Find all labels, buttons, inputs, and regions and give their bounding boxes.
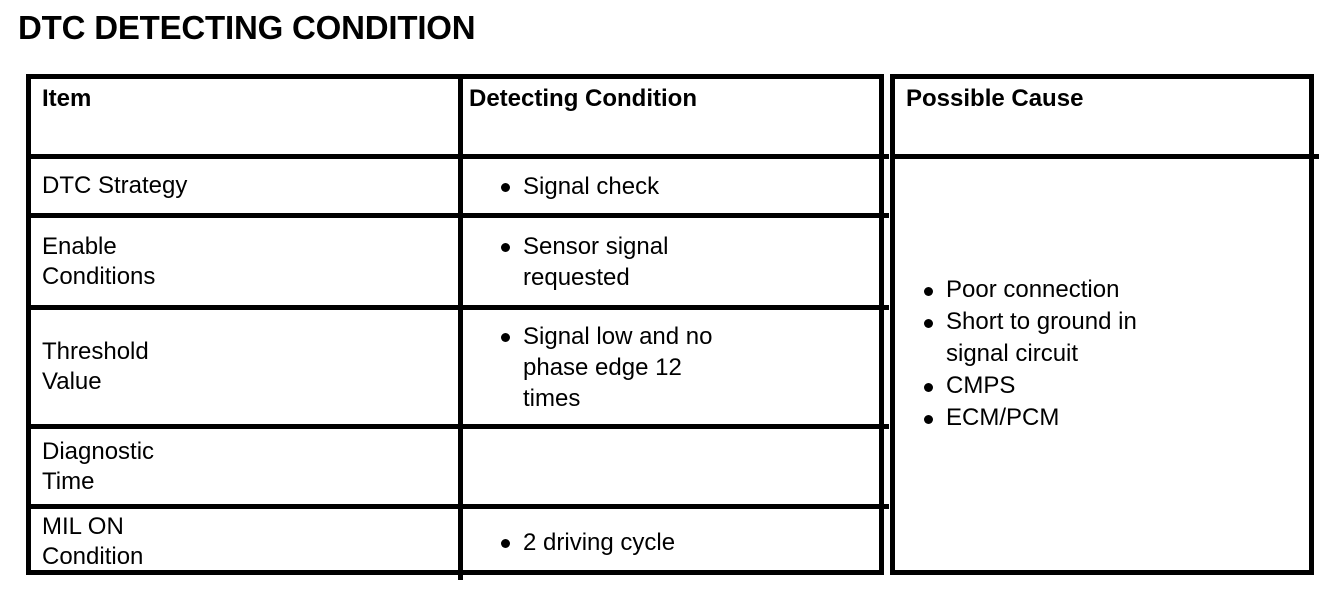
list-item: Signal low and no phase edge 12 times [463, 321, 884, 414]
table-row-item-enable-conditions: Enable Conditions [36, 218, 458, 305]
list-item: Signal check [463, 171, 884, 202]
page-title: DTC DETECTING CONDITION [18, 9, 476, 46]
header-cell-detecting-condition: Detecting Condition [463, 84, 884, 154]
list-item: Short to ground in signal circuit [900, 306, 1314, 370]
list-item: 2 driving cycle [463, 527, 884, 558]
table-row-condition-mil-on-condition: 2 driving cycle [463, 509, 884, 575]
list-item: ECM/PCM [900, 402, 1314, 434]
header-cell-possible-cause: Possible Cause [900, 84, 1314, 154]
row-rule-cause-header [895, 154, 1319, 159]
header-label-detecting-condition: Detecting Condition [469, 85, 697, 112]
list-item: Poor connection [900, 274, 1314, 306]
item-label: DTC Strategy [42, 172, 188, 199]
header-cell-item: Item [36, 84, 458, 154]
row-rule-1 [31, 213, 889, 218]
possible-cause-body: Poor connection Short to ground in signa… [900, 143, 1314, 565]
item-label: Threshold Value [42, 338, 149, 395]
condition-list: Sensor signal requested [463, 231, 884, 293]
condition-list: Signal low and no phase edge 12 times [463, 321, 884, 414]
table-row-item-mil-on-condition: MIL ON Condition [36, 509, 458, 575]
condition-list: Signal check [463, 171, 884, 202]
list-item: CMPS [900, 370, 1314, 402]
table-row-item-dtc-strategy: DTC Strategy [36, 159, 458, 213]
table-row-condition-dtc-strategy: Signal check [463, 159, 884, 213]
table-row-condition-diagnostic-time [463, 429, 884, 504]
condition-list: 2 driving cycle [463, 527, 884, 558]
row-rule-2 [31, 305, 889, 310]
item-label: Enable Conditions [42, 232, 156, 290]
list-item: Sensor signal requested [463, 231, 884, 293]
row-rule-3 [31, 424, 889, 429]
table-row-condition-threshold-value: Signal low and no phase edge 12 times [463, 310, 884, 424]
item-label: MIL ON Condition [42, 513, 144, 570]
table-row-condition-enable-conditions: Sensor signal requested [463, 218, 884, 305]
header-label-item: Item [42, 85, 92, 112]
dtc-detecting-condition-table: Item Detecting Condition DTC Strategy Si… [26, 74, 1319, 580]
row-rule-header [31, 154, 889, 159]
column-divider-item-condition [458, 79, 463, 580]
table-main-grid: Item Detecting Condition DTC Strategy Si… [26, 74, 889, 580]
header-label-possible-cause: Possible Cause [906, 85, 1084, 112]
item-label: Diagnostic Time [42, 437, 155, 495]
row-rule-4 [31, 504, 889, 509]
possible-cause-list: Poor connection Short to ground in signa… [900, 274, 1314, 434]
table-row-item-diagnostic-time: Diagnostic Time [36, 429, 458, 504]
possible-cause-column: Possible Cause Poor connection Short to … [890, 74, 1319, 575]
table-row-item-threshold-value: Threshold Value [36, 310, 458, 424]
